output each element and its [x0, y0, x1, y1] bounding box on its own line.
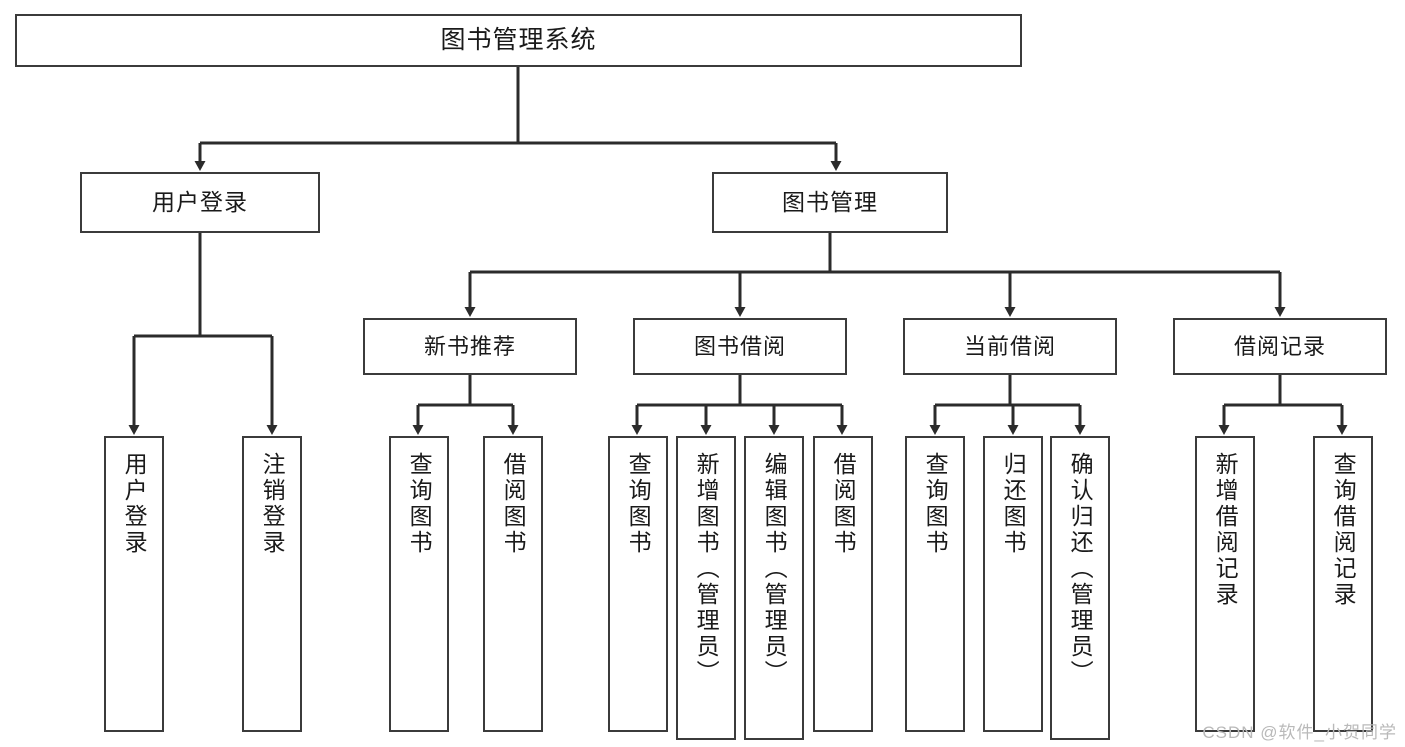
node-root-label: 图书管理系统: [440, 26, 597, 54]
node-current-borrow[interactable]: 当前借阅: [903, 318, 1117, 375]
node-user-login-label: 用户登录: [152, 189, 248, 216]
csdn-watermark: CSDN @软件_小贺同学: [1202, 723, 1397, 742]
leaf-user-login[interactable]: 用户登录: [104, 436, 164, 732]
leaf-borrow-edit-book-admin-label: 编辑图书（管理员）: [761, 452, 788, 686]
leaf-borrow-borrow-book[interactable]: 借阅图书: [813, 436, 873, 732]
node-book-management[interactable]: 图书管理: [712, 172, 948, 233]
leaf-record-add-record[interactable]: 新增借阅记录: [1195, 436, 1255, 732]
leaf-borrow-query-book[interactable]: 查询图书: [608, 436, 668, 732]
leaf-current-query-book-label: 查询图书: [922, 452, 949, 556]
node-book-management-label: 图书管理: [782, 189, 878, 216]
leaf-current-confirm-return-admin[interactable]: 确认归还（管理员）: [1050, 436, 1110, 740]
leaf-borrow-query-book-label: 查询图书: [625, 452, 652, 556]
leaf-record-add-record-label: 新增借阅记录: [1212, 452, 1239, 608]
leaf-current-confirm-return-admin-label: 确认归还（管理员）: [1067, 452, 1094, 686]
leaf-borrow-add-book-admin[interactable]: 新增图书（管理员）: [676, 436, 736, 740]
leaf-record-query-record[interactable]: 查询借阅记录: [1313, 436, 1373, 732]
leaf-newbook-query-book[interactable]: 查询图书: [389, 436, 449, 732]
node-borrow-record-label: 借阅记录: [1233, 333, 1326, 359]
node-new-book-recommend-label: 新书推荐: [423, 333, 516, 359]
leaf-user-login-label: 用户登录: [121, 452, 148, 556]
leaf-current-query-book[interactable]: 查询图书: [905, 436, 965, 732]
leaf-newbook-query-book-label: 查询图书: [406, 452, 433, 556]
node-current-borrow-label: 当前借阅: [963, 333, 1056, 359]
node-root[interactable]: 图书管理系统: [15, 14, 1022, 67]
leaf-newbook-borrow-book[interactable]: 借阅图书: [483, 436, 543, 732]
leaf-borrow-borrow-book-label: 借阅图书: [830, 452, 857, 556]
leaf-borrow-edit-book-admin[interactable]: 编辑图书（管理员）: [744, 436, 804, 740]
leaf-record-query-record-label: 查询借阅记录: [1330, 452, 1357, 608]
node-borrow-record[interactable]: 借阅记录: [1173, 318, 1387, 375]
leaf-logout-label: 注销登录: [259, 452, 286, 556]
leaf-newbook-borrow-book-label: 借阅图书: [500, 452, 527, 556]
leaf-borrow-add-book-admin-label: 新增图书（管理员）: [693, 452, 720, 686]
leaf-logout[interactable]: 注销登录: [242, 436, 302, 732]
leaf-current-return-book[interactable]: 归还图书: [983, 436, 1043, 732]
leaf-current-return-book-label: 归还图书: [1000, 452, 1027, 556]
node-user-login[interactable]: 用户登录: [80, 172, 320, 233]
node-book-borrow-label: 图书借阅: [693, 333, 786, 359]
node-book-borrow[interactable]: 图书借阅: [633, 318, 847, 375]
node-new-book-recommend[interactable]: 新书推荐: [363, 318, 577, 375]
